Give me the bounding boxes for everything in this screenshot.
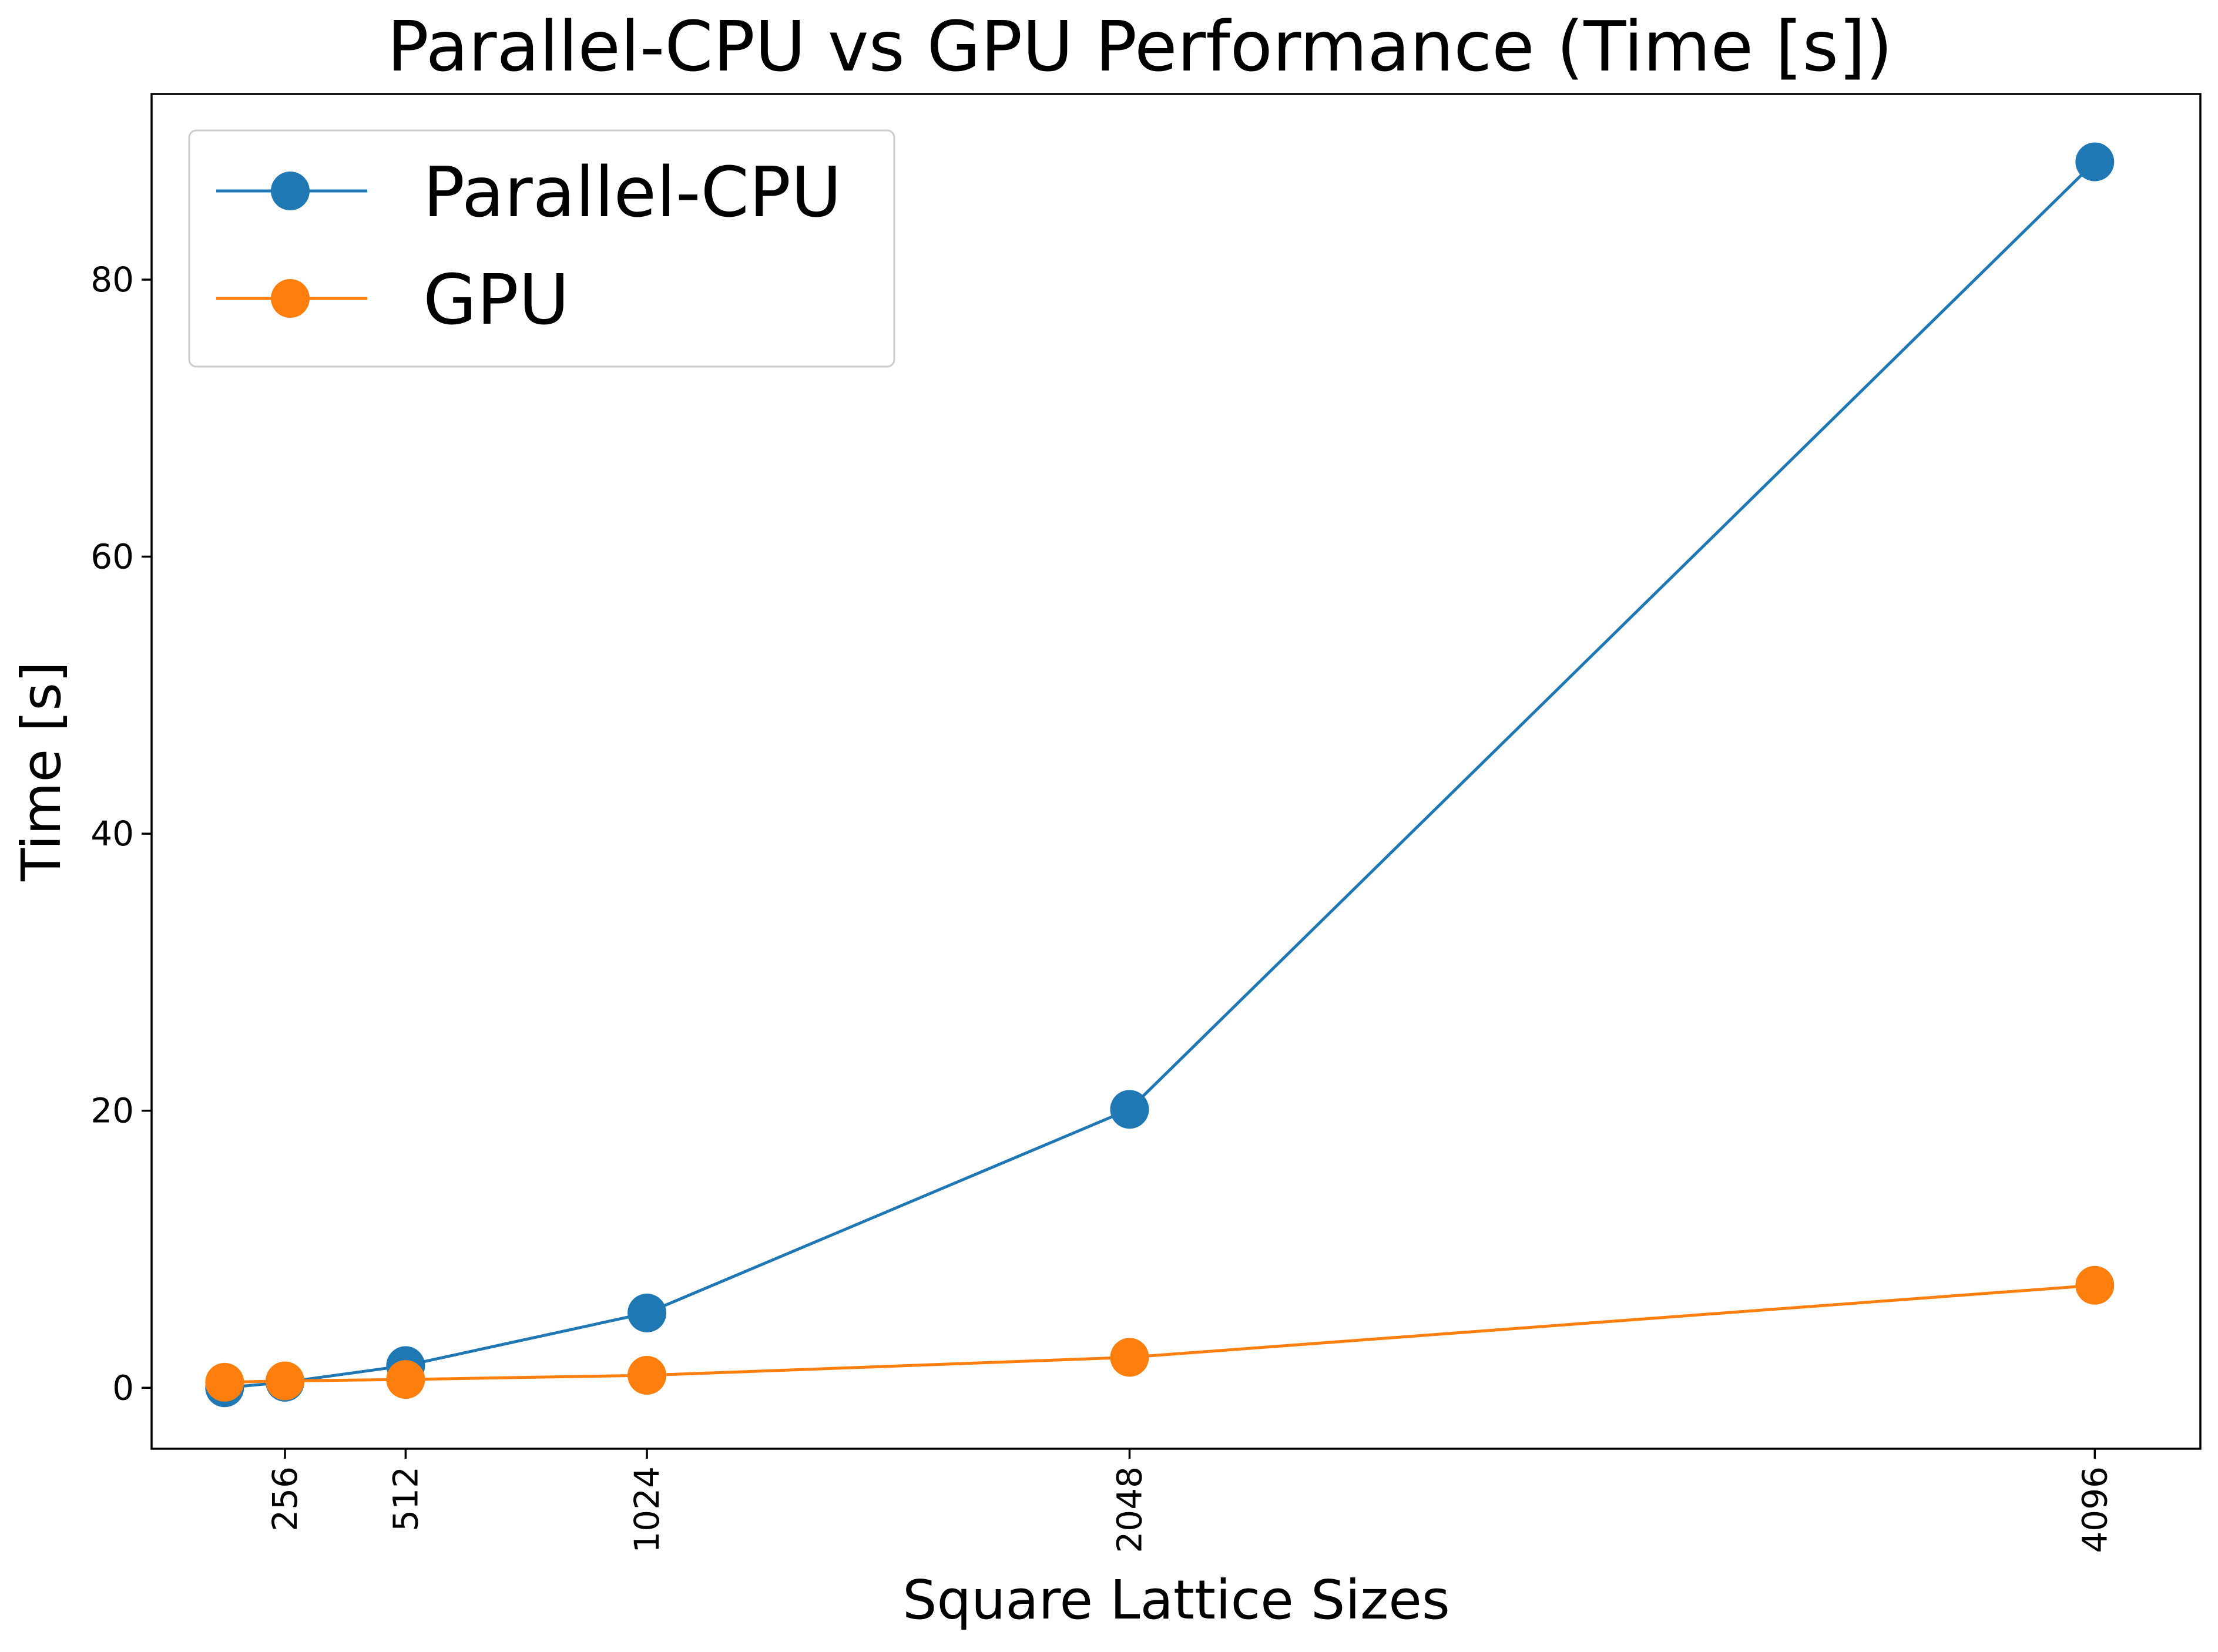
data-point xyxy=(1110,1338,1149,1377)
data-point xyxy=(628,1293,667,1332)
series-layer xyxy=(205,142,2115,1408)
x-axis: 256 512 1024 2048 4096 xyxy=(265,1449,2115,1553)
legend: Parallel-CPU GPU xyxy=(188,129,895,368)
x-tick-label: 4096 xyxy=(2075,1466,2115,1553)
series-line xyxy=(224,1284,2095,1384)
legend-marker-gpu xyxy=(271,279,310,318)
x-tick-label: 256 xyxy=(265,1466,305,1532)
data-point xyxy=(1110,1090,1149,1129)
y-tick-label: 20 xyxy=(90,1091,134,1131)
x-tick-label: 2048 xyxy=(1109,1466,1149,1553)
y-axis-label: Time [s] xyxy=(10,662,73,882)
data-point xyxy=(628,1356,667,1395)
plot-area xyxy=(150,93,2202,1450)
data-point xyxy=(205,1362,244,1402)
y-tick-label: 80 xyxy=(90,260,134,300)
legend-label-gpu: GPU xyxy=(423,259,569,340)
y-tick-label: 0 xyxy=(112,1368,134,1408)
legend-marker-cpu xyxy=(271,172,310,210)
y-axis: 0 20 40 60 80 xyxy=(90,260,152,1408)
data-point xyxy=(2075,142,2115,182)
data-point xyxy=(2075,1265,2115,1305)
y-tick-label: 40 xyxy=(90,814,134,854)
x-axis-label: Square Lattice Sizes xyxy=(902,1569,1450,1631)
x-tick-label: 512 xyxy=(385,1466,425,1532)
data-point xyxy=(266,1361,305,1401)
legend-label-cpu: Parallel-CPU xyxy=(423,152,841,233)
data-point xyxy=(386,1360,425,1399)
series-gpu xyxy=(205,1265,2115,1402)
chart-title: Parallel-CPU vs GPU Performance (Time [s… xyxy=(387,6,1892,87)
y-tick-label: 60 xyxy=(90,537,134,577)
x-tick-label: 1024 xyxy=(627,1466,667,1553)
